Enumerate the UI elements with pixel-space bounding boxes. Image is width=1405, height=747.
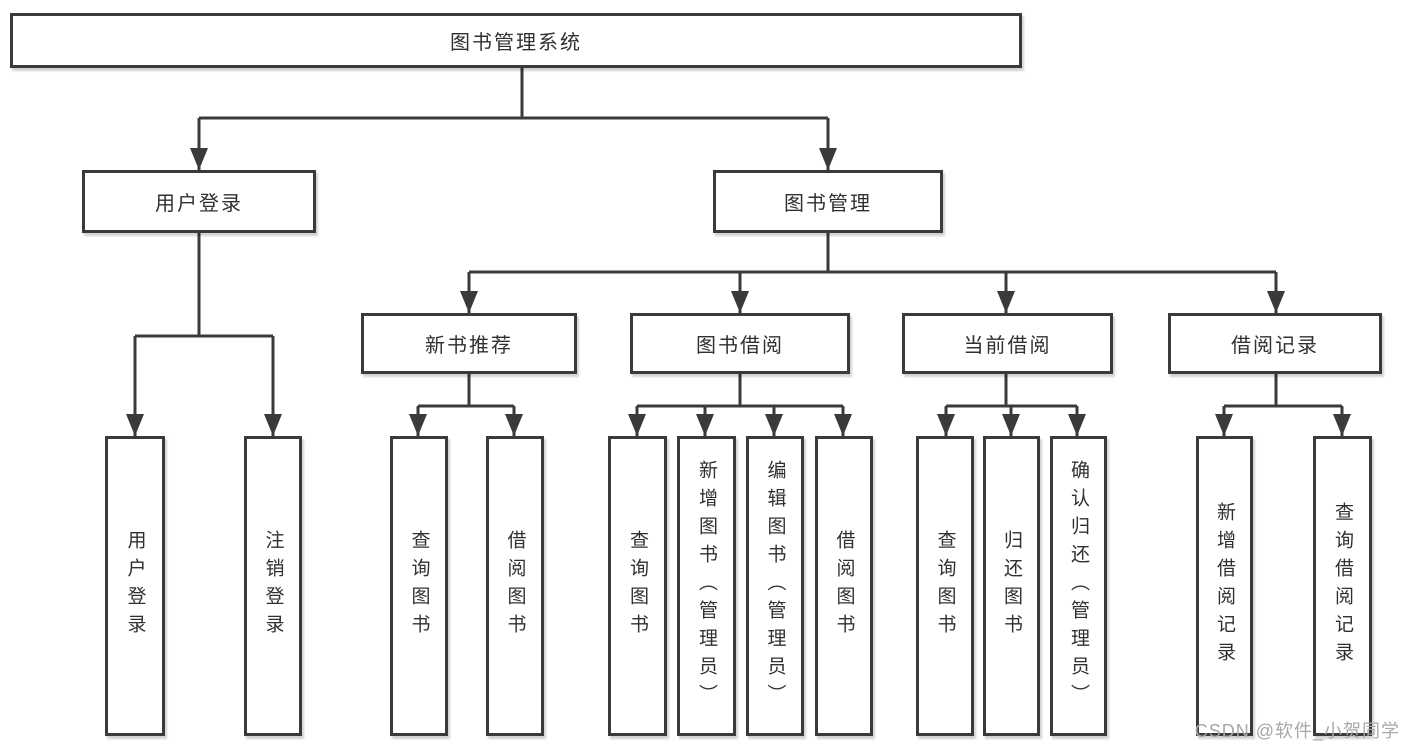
leaf-borrow-add: 新增图书（管理员）: [677, 436, 736, 736]
leaf-newbook-borrow-label: 借阅图书: [504, 530, 526, 642]
leaf-newbook-query: 查询图书: [390, 436, 448, 736]
node-root: 图书管理系统: [10, 13, 1022, 68]
leaf-borrow-edit-label: 编辑图书（管理员）: [764, 460, 786, 712]
node-borrow-records-label: 借阅记录: [1231, 335, 1319, 357]
leaf-borrow-query-label: 查询图书: [627, 530, 648, 642]
node-book-management-label: 图书管理: [784, 193, 872, 215]
leaf-borrow-query: 查询图书: [608, 436, 667, 736]
node-root-label: 图书管理系统: [450, 32, 582, 54]
leaf-newbook-borrow: 借阅图书: [486, 436, 544, 736]
leaf-records-query: 查询借阅记录: [1313, 436, 1372, 736]
node-book-borrow: 图书借阅: [630, 313, 850, 374]
leaf-records-query-label: 查询借阅记录: [1332, 502, 1353, 670]
node-user-login: 用户登录: [82, 170, 316, 233]
node-new-book-recommend-label: 新书推荐: [425, 335, 513, 357]
leaf-borrow-lend-label: 借阅图书: [833, 530, 855, 642]
leaf-current-confirm: 确认归还（管理员）: [1050, 436, 1107, 736]
leaf-user-login: 用户登录: [105, 436, 165, 736]
leaf-logout-label: 注销登录: [262, 530, 284, 642]
leaf-borrow-edit: 编辑图书（管理员）: [746, 436, 804, 736]
node-borrow-records: 借阅记录: [1168, 313, 1382, 374]
node-user-login-label: 用户登录: [155, 193, 243, 215]
leaf-borrow-lend: 借阅图书: [815, 436, 873, 736]
leaf-borrow-add-label: 新增图书（管理员）: [696, 460, 717, 712]
leaf-current-return-label: 归还图书: [1001, 530, 1022, 642]
leaf-user-login-label: 用户登录: [124, 530, 146, 642]
csdn-watermark: CSDN @软件_小贺同学: [1194, 721, 1400, 741]
leaf-newbook-query-label: 查询图书: [408, 530, 430, 642]
leaf-records-add-label: 新增借阅记录: [1214, 502, 1235, 670]
leaf-current-query-label: 查询图书: [934, 530, 956, 642]
node-current-borrow-label: 当前借阅: [963, 335, 1052, 357]
node-book-borrow-label: 图书借阅: [696, 335, 784, 357]
leaf-current-confirm-label: 确认归还（管理员）: [1068, 460, 1089, 712]
leaf-logout: 注销登录: [244, 436, 302, 736]
node-new-book-recommend: 新书推荐: [361, 313, 577, 374]
leaf-records-add: 新增借阅记录: [1196, 436, 1253, 736]
leaf-current-query: 查询图书: [916, 436, 974, 736]
node-current-borrow: 当前借阅: [902, 313, 1113, 374]
node-book-management: 图书管理: [713, 170, 943, 233]
leaf-current-return: 归还图书: [983, 436, 1040, 736]
